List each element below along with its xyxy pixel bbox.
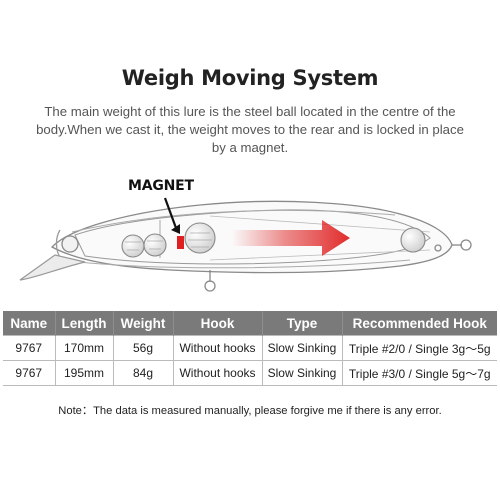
motion-arrow: [232, 220, 350, 256]
page-title: Weigh Moving System: [121, 66, 379, 90]
header-length: Length: [55, 311, 114, 336]
cell-recommended-hook: Triple #2/0 / Single 3g〜5g: [342, 335, 497, 361]
header-hook: Hook: [173, 311, 263, 336]
spec-table: Name Length Weight Hook Type Recommended…: [3, 311, 497, 386]
table-header-row: Name Length Weight Hook Type Recommended…: [3, 311, 497, 336]
cell-name: 9767: [3, 335, 56, 361]
magnet-label: MAGNET: [128, 178, 194, 194]
header-recommended-hook: Recommended Hook: [342, 311, 497, 336]
magnet-block: [177, 236, 184, 249]
cell-weight: 84g: [113, 360, 174, 386]
cell-name: 9767: [3, 360, 56, 386]
cell-recommended-hook: Triple #3/0 / Single 5g〜7g: [342, 360, 497, 386]
lure-diagram: [19, 197, 472, 292]
description-text: The main weight of this lure is the stee…: [36, 104, 464, 155]
magnet-pointer: [163, 197, 178, 229]
cell-type: Slow Sinking: [262, 360, 343, 386]
cell-hook: Without hooks: [173, 360, 263, 386]
cell-hook: Without hooks: [173, 335, 263, 361]
cell-length: 170mm: [55, 335, 114, 361]
header-type: Type: [262, 311, 343, 336]
cell-weight: 56g: [113, 335, 174, 361]
cell-type: Slow Sinking: [262, 335, 343, 361]
diving-lip: [19, 254, 86, 281]
table-row: 9767 195mm 84g Without hooks Slow Sinkin…: [3, 360, 497, 386]
header-weight: Weight: [113, 311, 174, 336]
steel-balls: [121, 222, 426, 258]
disclaimer-note: Note：The data is measured manually, plea…: [58, 405, 442, 417]
header-name: Name: [3, 311, 56, 336]
table-row: 9767 170mm 56g Without hooks Slow Sinkin…: [3, 335, 497, 361]
cell-length: 195mm: [55, 360, 114, 386]
